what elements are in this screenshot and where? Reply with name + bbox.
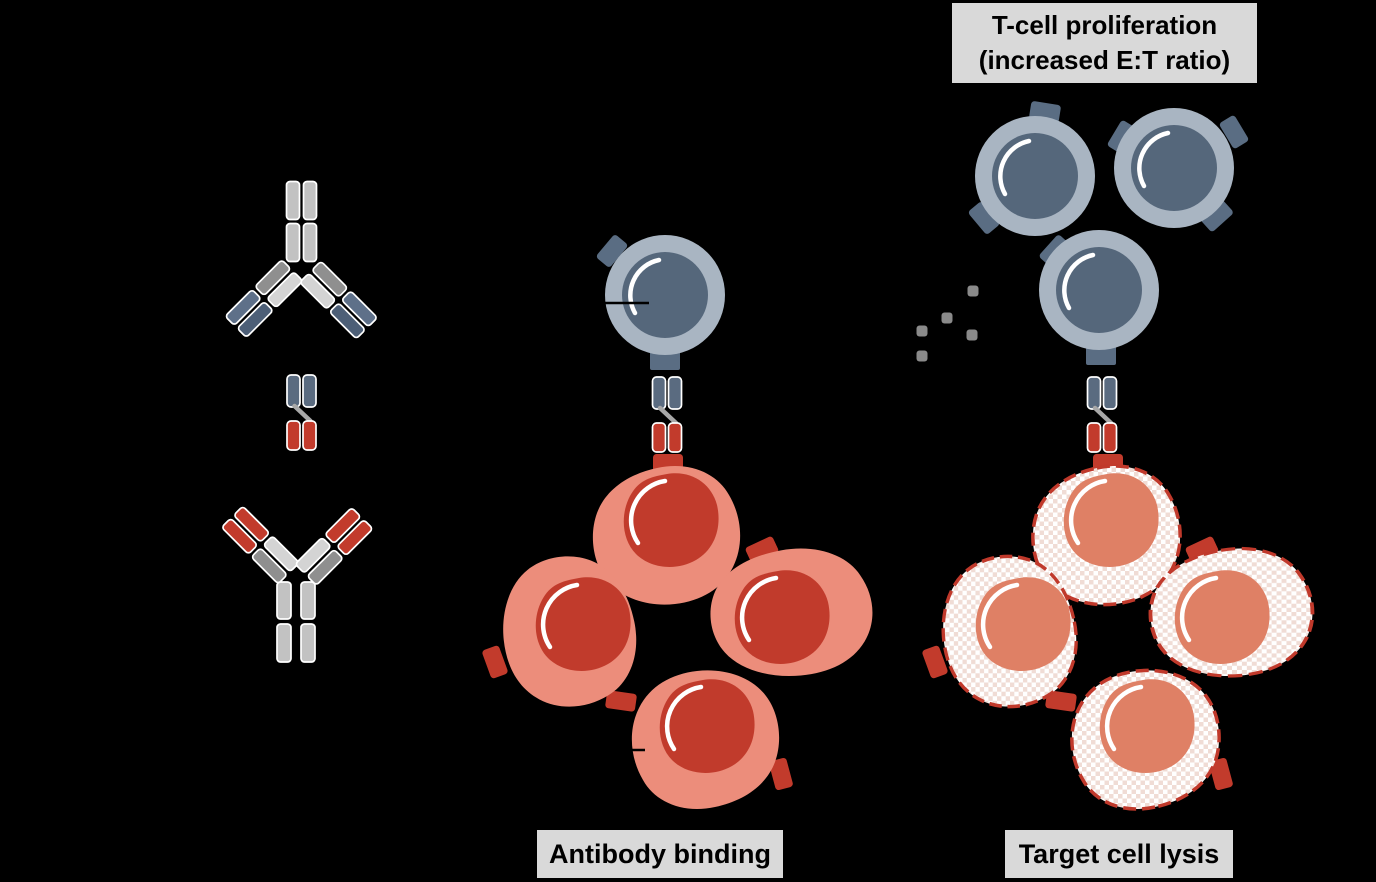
antibody-arm — [225, 260, 303, 337]
label-line: (increased E:T ratio) — [978, 45, 1231, 75]
t-cell — [595, 233, 725, 370]
tumor-cell — [710, 535, 873, 677]
antibody-arm — [300, 261, 377, 339]
antibody-arm — [295, 508, 373, 585]
lysed-tumor-cell — [1031, 454, 1182, 607]
label-line: T-cell proliferation — [991, 9, 1218, 40]
lysed-tumor-cell — [1070, 668, 1234, 811]
lysed-tumor-cell — [1148, 535, 1315, 678]
label-target-cell-lysis: Target cell lysis — [1005, 830, 1233, 878]
label-tcell-proliferation: T-cell proliferation (increased E:T rati… — [952, 3, 1257, 83]
antibody-arm — [222, 506, 299, 584]
cytokine-dots — [916, 285, 979, 362]
bite-fragment-icon — [653, 377, 682, 452]
bite-fragment-icon — [1088, 377, 1117, 452]
bite-fragment-icon — [287, 375, 316, 450]
igg-antibody-grayscale-icon — [225, 180, 377, 339]
t-cell — [1106, 108, 1250, 233]
lysed-tumor-cell — [921, 554, 1079, 712]
t-cell — [1038, 230, 1159, 365]
igg-antibody-red-tips-icon — [222, 506, 373, 663]
tumor-cell — [631, 670, 794, 809]
tumor-cell — [592, 454, 741, 605]
t-cell — [967, 100, 1095, 236]
label-antibody-binding: Antibody binding — [537, 830, 783, 878]
tumor-cell — [481, 556, 638, 712]
